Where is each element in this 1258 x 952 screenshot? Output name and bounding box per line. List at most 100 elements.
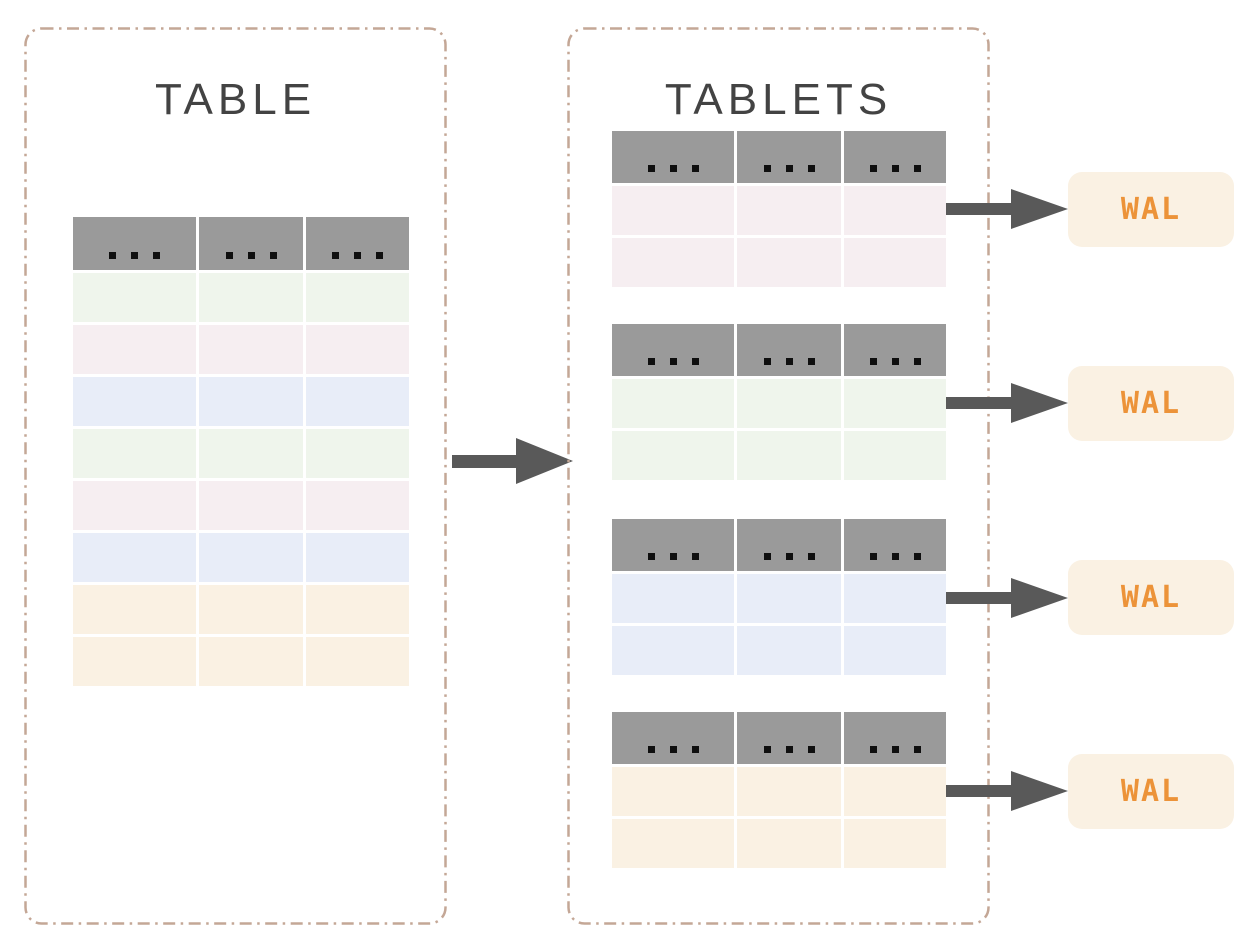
ellipsis-icon bbox=[763, 165, 815, 172]
table-cell bbox=[306, 585, 409, 634]
table-cell bbox=[844, 819, 946, 868]
table-cell bbox=[737, 626, 841, 675]
ellipsis-icon bbox=[647, 746, 699, 753]
dot bbox=[354, 252, 361, 259]
table-row-pink bbox=[612, 238, 946, 287]
table-cell bbox=[844, 379, 946, 428]
table-cell bbox=[737, 186, 841, 235]
table-header-row bbox=[73, 217, 409, 270]
table-cell bbox=[306, 481, 409, 530]
table-row-orange bbox=[612, 819, 946, 868]
split-arrow-icon bbox=[452, 438, 573, 484]
table-header-cell bbox=[73, 217, 196, 270]
dashed-border bbox=[567, 27, 990, 925]
table-cell bbox=[73, 481, 196, 530]
ellipsis-icon bbox=[225, 252, 277, 259]
arrow-head bbox=[1011, 578, 1068, 618]
dot bbox=[763, 358, 771, 365]
table-header-row bbox=[612, 712, 946, 764]
dot bbox=[691, 358, 699, 365]
dot bbox=[647, 553, 655, 560]
table-cell bbox=[73, 429, 196, 478]
table-cell bbox=[737, 574, 841, 623]
table-cell bbox=[844, 767, 946, 816]
table-cell bbox=[306, 325, 409, 374]
dot bbox=[785, 165, 793, 172]
table-row-green bbox=[73, 273, 409, 322]
table-header-cell bbox=[737, 131, 841, 183]
table-header-cell bbox=[737, 324, 841, 376]
dot bbox=[247, 252, 255, 259]
wal-arrow-icon bbox=[946, 771, 1068, 811]
dot bbox=[785, 358, 793, 365]
tablets-panel-title: TABLETS bbox=[664, 75, 893, 124]
table-cell bbox=[199, 429, 303, 478]
table-cell bbox=[199, 533, 303, 582]
wal-arrow-icon bbox=[946, 578, 1068, 618]
dot bbox=[763, 553, 771, 560]
main-table bbox=[73, 217, 409, 689]
ellipsis-icon bbox=[763, 553, 815, 560]
dot bbox=[869, 746, 877, 753]
dot bbox=[807, 358, 815, 365]
tablets-panel: TABLETS bbox=[567, 27, 990, 925]
table-header-cell bbox=[612, 712, 734, 764]
arrow-shaft bbox=[946, 785, 1011, 797]
table-header-cell bbox=[844, 519, 946, 571]
table-row-blue bbox=[612, 626, 946, 675]
dot bbox=[131, 252, 138, 259]
dot bbox=[647, 358, 655, 365]
ellipsis-icon bbox=[869, 358, 921, 365]
wal-label: WAL bbox=[1120, 774, 1182, 809]
table-header-cell bbox=[737, 519, 841, 571]
arrow-head bbox=[1011, 771, 1068, 811]
table-cell bbox=[306, 377, 409, 426]
wal-label: WAL bbox=[1120, 192, 1182, 227]
table-row-blue bbox=[73, 377, 409, 426]
table-row-pink bbox=[612, 186, 946, 235]
ellipsis-icon bbox=[332, 252, 383, 259]
dashed-border bbox=[24, 27, 447, 925]
ellipsis-icon bbox=[763, 746, 815, 753]
table-panel-title: TABLE bbox=[154, 75, 317, 124]
table-cell bbox=[199, 585, 303, 634]
table-cell bbox=[737, 431, 841, 480]
dot bbox=[869, 358, 877, 365]
dot bbox=[669, 746, 677, 753]
table-header-row bbox=[612, 519, 946, 571]
table-row-blue bbox=[73, 533, 409, 582]
table-header-cell bbox=[612, 324, 734, 376]
wal-box: WAL bbox=[1068, 754, 1234, 829]
dot bbox=[891, 165, 899, 172]
dot bbox=[763, 165, 771, 172]
table-cell bbox=[844, 626, 946, 675]
arrow-head bbox=[1011, 383, 1068, 423]
table-cell bbox=[199, 273, 303, 322]
table-row-orange bbox=[612, 767, 946, 816]
table-cell bbox=[306, 273, 409, 322]
wal-label: WAL bbox=[1120, 580, 1182, 615]
table-header-cell bbox=[737, 712, 841, 764]
dot bbox=[647, 165, 655, 172]
table-cell bbox=[306, 429, 409, 478]
table-cell bbox=[612, 626, 734, 675]
dot bbox=[913, 746, 921, 753]
table-cell bbox=[73, 585, 196, 634]
ellipsis-icon bbox=[869, 553, 921, 560]
tablet-2-table bbox=[612, 324, 946, 483]
table-cell bbox=[844, 186, 946, 235]
table-cell bbox=[73, 377, 196, 426]
dot bbox=[153, 252, 160, 259]
dot bbox=[785, 746, 793, 753]
table-header-cell bbox=[199, 217, 303, 270]
table-cell bbox=[612, 819, 734, 868]
dot bbox=[763, 746, 771, 753]
dot bbox=[691, 746, 699, 753]
table-cell bbox=[612, 379, 734, 428]
table-row-orange bbox=[73, 585, 409, 634]
dot bbox=[269, 252, 277, 259]
table-header-cell bbox=[612, 519, 734, 571]
table-row-green bbox=[73, 429, 409, 478]
table-header-cell bbox=[612, 131, 734, 183]
